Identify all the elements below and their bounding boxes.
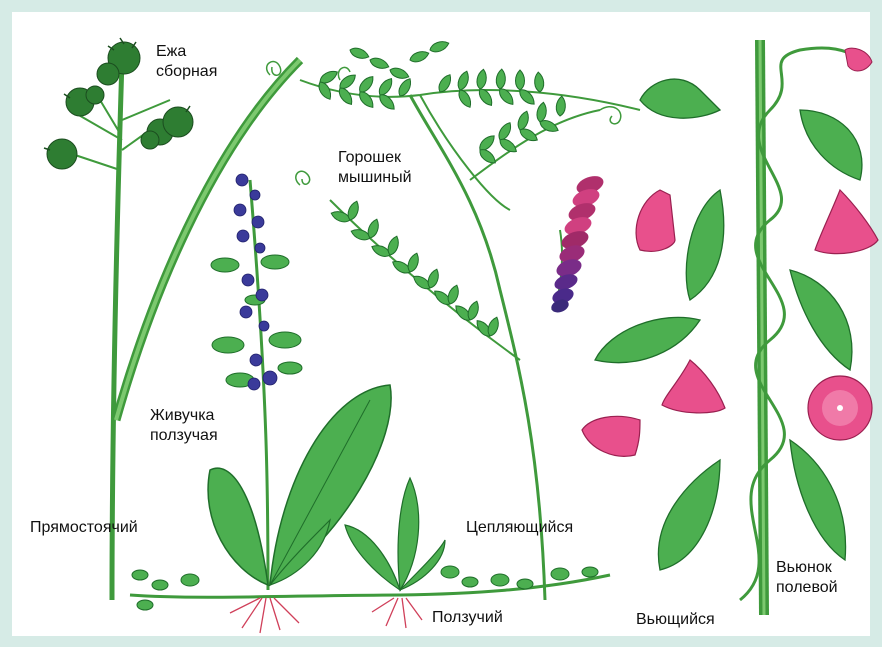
label-polevoy: полевой <box>776 578 838 597</box>
bindweed-leaves <box>595 79 862 570</box>
vyunok-polevoy-plant <box>582 40 878 615</box>
label-goroshek: Горошек <box>338 148 401 167</box>
label-sbornaya: сборная <box>156 62 217 81</box>
bindweed-flowers <box>582 48 878 456</box>
ezha-sbornaya-plant <box>44 38 300 600</box>
label-zhivuchka: Живучка <box>150 406 214 425</box>
label-myshiny: мышиный <box>338 168 412 187</box>
label-polzuchaya: ползучая <box>150 426 218 445</box>
label-vyunok: Вьюнок <box>776 558 832 577</box>
label-vyushchiysya: Вьющийся <box>636 610 715 629</box>
roots <box>230 598 422 633</box>
label-ceplyayushchiysya: Цепляющийся <box>466 518 573 537</box>
label-ezha: Ежа <box>156 42 186 61</box>
label-pryamostoyachiy: Прямостоячий <box>30 518 138 537</box>
label-polzuchiy: Ползучий <box>432 608 503 627</box>
zhivuchka-polzuchaya-plant <box>130 174 610 633</box>
vetch-flower-cluster <box>549 173 605 315</box>
